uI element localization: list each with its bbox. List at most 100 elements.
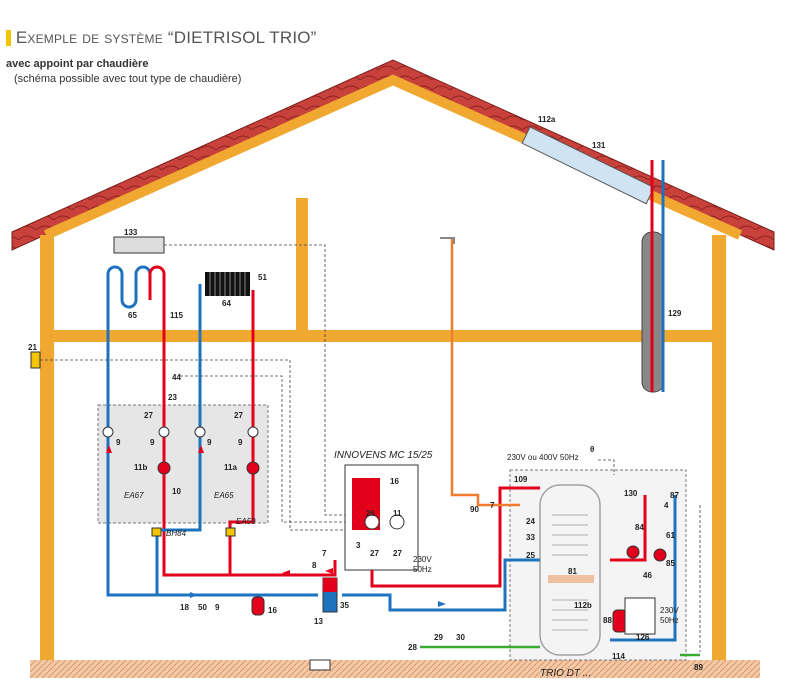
solar-collector — [521, 126, 655, 205]
marker-11a: 11a — [224, 463, 237, 472]
marker-26: 26 — [366, 509, 375, 518]
right-wall — [712, 235, 726, 660]
fitting-ea59 — [225, 527, 236, 537]
thermometer-icon — [158, 426, 170, 438]
marker-21: 21 — [28, 343, 37, 352]
marker-11: 11 — [393, 509, 402, 518]
marker-90: 90 — [470, 505, 479, 514]
marker-4: 4 — [664, 501, 669, 510]
marker-35: 35 — [340, 601, 349, 610]
roof-frame — [43, 74, 743, 240]
marker-23: 23 — [168, 393, 177, 402]
marker-130: 130 — [624, 489, 638, 498]
marker-27c: 27 — [370, 549, 379, 558]
regulator-power-line1: 230V — [660, 606, 679, 615]
marker-16a: 16 — [390, 477, 399, 486]
shower-head-icon — [440, 237, 455, 244]
thermometer-icon — [247, 426, 259, 438]
thermometer-icon — [194, 426, 206, 438]
attic-post — [296, 198, 308, 338]
left-wall — [40, 235, 54, 660]
marker-10: 10 — [172, 487, 181, 496]
marker-88: 88 — [603, 616, 612, 625]
underfloor-loop-hot — [148, 265, 166, 300]
marker-61: 61 — [666, 531, 675, 540]
marker-7b: 7 — [490, 501, 495, 510]
marker-109: 109 — [514, 475, 528, 484]
dhw-pipe — [450, 238, 520, 507]
marker-9c: 9 — [207, 438, 212, 447]
marker-46: 46 — [643, 571, 652, 580]
boiler-valve-icon — [389, 514, 405, 530]
regulator-power-line2: 50Hz — [660, 616, 679, 625]
pump-icon-46 — [626, 545, 640, 559]
hot-pipes — [162, 160, 654, 588]
boiler-power-line2: 50Hz — [413, 565, 432, 574]
marker-89: 89 — [694, 663, 703, 672]
marker-87: 87 — [670, 491, 679, 500]
marker-7a: 7 — [322, 549, 327, 558]
marker-29: 29 — [434, 633, 443, 642]
tank-model-label: TRIO DT ... — [540, 668, 591, 679]
control-wiring — [40, 244, 701, 652]
roof — [11, 59, 775, 251]
marker-27a: 27 — [144, 411, 153, 420]
title-accent-bar — [6, 30, 11, 46]
marker-114: 114 — [612, 652, 625, 661]
marker-9d: 9 — [238, 438, 243, 447]
marker-labels: 112a 131 133 64 51 65 115 129 21 44 23 2… — [28, 115, 703, 672]
marker-27b: 27 — [234, 411, 243, 420]
marker-112a: 112a — [538, 115, 556, 124]
expansion-vessel-heating — [251, 596, 265, 616]
marker-64: 64 — [222, 299, 231, 308]
ea67-label: EA67 — [124, 491, 144, 500]
marker-44: 44 — [172, 373, 181, 382]
marker-9b: 9 — [150, 438, 155, 447]
cold-pipes — [106, 160, 677, 642]
marker-9e: 9 — [215, 603, 220, 612]
marker-28: 28 — [408, 643, 417, 652]
thermometer-icon — [102, 426, 114, 438]
boiler-pump-icon — [364, 514, 380, 530]
marker-126: 126 — [636, 633, 650, 642]
bh84-label: BH84 — [166, 529, 187, 538]
marker-84: 84 — [635, 523, 644, 532]
marker-11b: 11b — [134, 463, 147, 472]
marker-129: 129 — [668, 309, 682, 318]
marker-3: 3 — [356, 541, 361, 550]
marker-16b: 16 — [268, 606, 277, 615]
marker-30: 30 — [456, 633, 465, 642]
marker-27d: 27 — [393, 549, 402, 558]
marker-115: 115 — [170, 311, 183, 320]
pump-icon-11a — [246, 461, 260, 475]
theta-symbol: θ — [590, 445, 594, 454]
marker-112b: 112b — [574, 601, 592, 610]
title-prefix: Exemple de système — [15, 28, 163, 47]
marker-51: 51 — [258, 273, 267, 282]
upper-floor — [40, 330, 726, 342]
marker-18: 18 — [180, 603, 189, 612]
subnote: (schéma possible avec tout type de chaud… — [14, 73, 242, 85]
radiator — [205, 272, 250, 296]
marker-50: 50 — [198, 603, 207, 612]
page-title: Exemple de système “DIETRISOL TRIO” — [6, 28, 317, 48]
marker-25: 25 — [526, 551, 535, 560]
underfloor-loop-cold — [106, 265, 152, 309]
title-name: “DIETRISOL TRIO” — [167, 28, 317, 47]
marker-8: 8 — [312, 561, 317, 570]
pump-icon-11b — [157, 461, 171, 475]
ea59-label: EA59 — [236, 517, 256, 526]
boiler-model-label: INNOVENS MC 15/25 — [334, 450, 433, 461]
solar-kit-zone — [509, 469, 687, 661]
heating-module-zone — [97, 404, 269, 524]
boiler-power-line1: 230V — [413, 555, 432, 564]
solar-regulator — [624, 597, 656, 635]
pump-icon-85 — [653, 548, 667, 562]
marker-33: 33 — [526, 533, 535, 542]
marker-81: 81 — [568, 567, 577, 576]
fitting-bh84 — [151, 527, 162, 537]
room-controller — [113, 236, 165, 254]
outdoor-sensor — [30, 351, 41, 369]
marker-65: 65 — [128, 311, 137, 320]
